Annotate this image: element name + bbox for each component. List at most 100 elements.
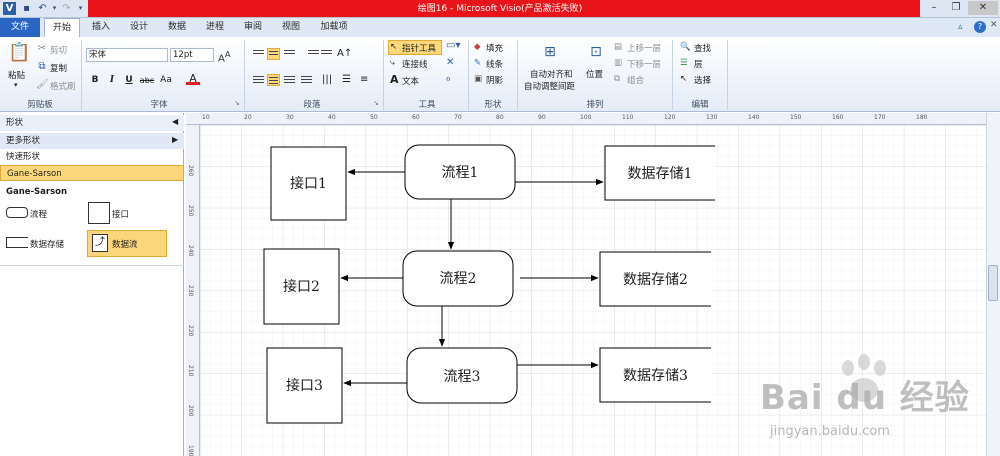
tab-view[interactable]: 视图 — [281, 22, 300, 32]
align-middle-icon[interactable] — [267, 48, 280, 60]
window-title: 绘图16 - Microsoft Visio(产品激活失败) — [417, 4, 583, 14]
quick-shapes-item[interactable]: 快速形状 — [6, 152, 41, 162]
bullets-icon[interactable]: ☰ — [342, 74, 351, 85]
redo-icon[interactable]: ↷ — [62, 3, 71, 14]
undo-icon[interactable]: ↶ — [38, 3, 47, 14]
font-dialog-launcher-icon[interactable]: ↘ — [234, 99, 240, 107]
tools-group-label: 工具 — [418, 100, 436, 110]
shape-item-interface[interactable]: 接口 — [112, 210, 130, 220]
justify-icon[interactable] — [300, 74, 313, 86]
line-button[interactable]: 线条 — [486, 60, 504, 70]
shadow-button[interactable]: 阴影 — [486, 76, 504, 86]
tab-process[interactable]: 进程 — [205, 22, 224, 32]
copy-icon[interactable]: ⧉ — [38, 61, 46, 72]
drawing-canvas[interactable]: 接口1 接口2 接口3 流程1 流程2 流程3 数据存储1 数据存储2 数据存储… — [200, 125, 986, 456]
rectangle-tool-icon[interactable]: ▭▾ — [446, 40, 461, 51]
bold-button[interactable]: B — [91, 75, 99, 85]
italic-button[interactable]: I — [109, 75, 115, 85]
align-bottom-icon[interactable] — [283, 48, 296, 60]
interface-shape-2[interactable] — [263, 248, 340, 325]
collapse-pane-icon[interactable]: ◀ — [172, 117, 179, 126]
columns-icon[interactable]: ||| — [322, 74, 333, 85]
paragraph-dialog-launcher-icon[interactable]: ↘ — [373, 99, 379, 107]
pointer-tool-button[interactable] — [388, 40, 442, 55]
connector-button[interactable]: 连接线 — [402, 60, 428, 70]
stencil-gane-sarson[interactable]: Gane-Sarson — [0, 165, 184, 181]
group-separator — [727, 40, 728, 110]
close-icon[interactable]: ✕ — [968, 1, 998, 15]
auto-align-button[interactable]: 自动对齐和 — [530, 70, 573, 80]
copy-button[interactable]: 复制 — [50, 64, 68, 74]
undo-dropdown-icon[interactable]: ▾ — [52, 4, 57, 12]
connection-point-icon[interactable]: ✕ — [446, 57, 455, 68]
tab-home[interactable]: 开始 — [44, 18, 80, 37]
more-shapes-button[interactable]: 更多形状 — [0, 133, 184, 149]
shape-item-data-flow[interactable]: 数据流 — [112, 240, 138, 250]
close-doc-icon[interactable]: ✕ — [990, 20, 998, 30]
interface-shape-3[interactable] — [266, 347, 343, 424]
shape-item-process[interactable]: 流程 — [30, 210, 48, 220]
tab-insert[interactable]: 插入 — [91, 22, 110, 32]
align-top-icon[interactable] — [252, 48, 265, 60]
text-direction-icon[interactable]: A↑ — [337, 48, 353, 59]
send-backward-button[interactable]: 下移一层 — [627, 60, 662, 70]
restore-icon[interactable]: ❐ — [951, 2, 961, 13]
process-shape-3[interactable] — [406, 347, 518, 404]
paste-icon[interactable]: 📋 — [8, 42, 31, 63]
tab-addins[interactable]: 加载项 — [320, 22, 348, 32]
align-right-icon[interactable] — [283, 74, 296, 86]
strikethrough-button[interactable]: abc — [139, 76, 155, 85]
tab-review[interactable]: 审阅 — [243, 22, 262, 32]
align-center-icon[interactable] — [267, 74, 280, 86]
position-button[interactable]: 位置 — [586, 70, 604, 80]
paste-button[interactable]: 粘贴 — [8, 71, 26, 81]
minimize-icon[interactable]: – — [931, 2, 937, 13]
tab-data[interactable]: 数据 — [167, 22, 186, 32]
shape-item-data-store[interactable]: 数据存储 — [30, 240, 65, 250]
save-icon[interactable]: ▪ — [23, 3, 30, 14]
data-store-shape-3[interactable] — [599, 347, 711, 403]
group-separator — [517, 40, 518, 110]
increase-indent-icon[interactable] — [320, 48, 333, 60]
layers-icon: ☰ — [680, 58, 688, 68]
font-size-select[interactable]: 12pt — [170, 48, 214, 62]
title-highlight — [88, 0, 920, 17]
ruler-label: 30 — [286, 114, 294, 121]
font-color-button[interactable]: A — [186, 72, 200, 85]
interface-shape-icon — [88, 202, 110, 224]
auto-space-button[interactable]: 自动调整间距 — [524, 82, 576, 92]
underline-button[interactable]: U — [125, 75, 133, 85]
format-painter-icon[interactable]: 🖌 — [36, 79, 49, 90]
tab-design[interactable]: 设计 — [129, 22, 148, 32]
fill-button[interactable]: 填充 — [486, 44, 504, 54]
group-button[interactable]: 组合 — [627, 76, 645, 86]
find-button[interactable]: 查找 — [694, 44, 712, 54]
numbering-icon[interactable]: ≡ — [360, 74, 369, 85]
interface-shape-1[interactable] — [270, 146, 347, 221]
paste-dropdown-icon[interactable]: ▾ — [14, 81, 18, 89]
cut-button[interactable]: 剪切 — [50, 46, 68, 56]
customize-qat-icon[interactable]: ▾ — [78, 4, 83, 12]
align-left-icon[interactable] — [252, 74, 265, 86]
text-block-icon[interactable]: ℴ — [446, 73, 451, 84]
select-button[interactable]: 选择 — [694, 76, 712, 86]
text-tool-button[interactable]: 文本 — [402, 77, 420, 87]
font-name-select[interactable]: 宋体 — [86, 48, 168, 62]
ruler-label: 240 — [187, 245, 194, 257]
bring-forward-button[interactable]: 上移一层 — [627, 44, 662, 54]
grow-font-icon[interactable]: AA — [218, 49, 231, 65]
scrollbar-thumb[interactable] — [988, 265, 998, 301]
text-tool-icon: A — [390, 73, 399, 86]
help-icon[interactable]: ? — [974, 21, 986, 33]
layers-button[interactable]: 层 — [694, 60, 703, 70]
decrease-indent-icon[interactable] — [307, 48, 320, 60]
format-painter-button[interactable]: 格式刷 — [50, 82, 76, 92]
cut-icon[interactable]: ✂ — [37, 43, 47, 54]
data-store-shape-1[interactable] — [604, 145, 715, 201]
tab-file[interactable]: 文件 — [0, 18, 40, 37]
ruler-label: 80 — [496, 114, 504, 121]
ruler-label: 100 — [580, 114, 592, 121]
data-store-shape-2[interactable] — [599, 251, 711, 307]
change-case-button[interactable]: Aa — [160, 75, 172, 85]
minimize-ribbon-icon[interactable]: ▵ — [958, 22, 963, 32]
